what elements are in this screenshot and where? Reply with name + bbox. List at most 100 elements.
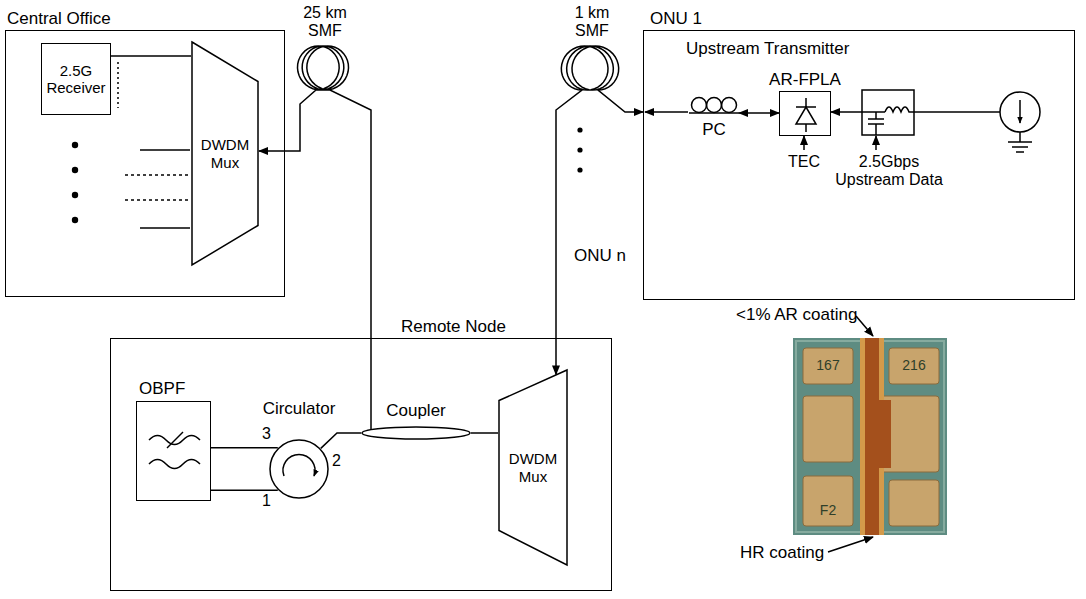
fiber-connector	[111, 55, 191, 57]
transmitter-circuit	[875, 136, 877, 150]
transmitter-circuit	[862, 90, 914, 135]
chip-photo	[889, 348, 939, 384]
laser-box-outline	[796, 98, 816, 132]
node-label: 2.5G Receiver	[42, 62, 110, 97]
transmitter-circuit	[1000, 92, 1040, 132]
fiber-length: 1 km SMF	[562, 4, 622, 41]
mux-trapezoid-outline	[499, 370, 567, 565]
transmitter-circuit	[831, 111, 862, 113]
office-box: Central Office2.5G ReceiverDWDM Mux	[5, 30, 285, 297]
transmitter-circuit	[1019, 100, 1021, 123]
transmitter-circuit	[868, 112, 884, 135]
laser-box: AR-FPLA	[779, 91, 831, 136]
chip-photo	[803, 348, 853, 384]
transmitter-circuit	[645, 90, 1040, 152]
more-onu-dots	[577, 127, 582, 172]
more-channels	[72, 192, 78, 198]
chip-photo	[803, 396, 853, 462]
onu-label: ONU n	[574, 246, 626, 266]
transmitter-circuit	[645, 111, 688, 113]
node-heading: Upstream Transmitter	[686, 39, 849, 59]
circulator-circle-outline	[283, 454, 315, 476]
circulator-circle-outline	[270, 440, 328, 498]
node-heading: Remote Node	[401, 317, 506, 337]
fiber-connector	[556, 46, 643, 374]
node-heading: OBPF	[139, 379, 185, 399]
callout-label: HR coating	[740, 543, 824, 563]
port-number: 2	[332, 452, 341, 470]
mux-trapezoid-outline	[192, 42, 258, 265]
polarization-controller-outline	[689, 98, 739, 114]
node-heading: AR-FPLA	[769, 70, 841, 90]
filter-box-outline	[137, 402, 212, 502]
more-onu-dots	[577, 147, 582, 152]
port-number: 3	[262, 425, 271, 443]
node-label: DWDM Mux	[498, 450, 568, 485]
fiber-connector	[471, 432, 498, 434]
node-heading: PC	[702, 120, 726, 140]
fiber-connector	[259, 46, 371, 429]
more-onu-dots	[577, 167, 582, 172]
node-heading: ONU 1	[650, 9, 702, 29]
node-heading: Central Office	[7, 9, 111, 29]
more-channels	[72, 217, 78, 223]
leader-arrow	[856, 316, 873, 336]
more-channels	[117, 62, 119, 108]
mux-trapezoid: DWDM Mux	[191, 41, 259, 266]
chip-marking: F2	[803, 502, 853, 518]
control-label: TEC	[784, 153, 824, 171]
coupler-ellipse-outline	[362, 427, 470, 439]
transmitter-circuit	[885, 107, 914, 112]
laser-box-outline	[796, 98, 816, 132]
fiber-length: 25 km SMF	[296, 4, 354, 41]
circulator-circle: Circulator	[269, 439, 329, 499]
polarization-controller-outline	[722, 98, 737, 113]
chip-photo	[879, 396, 939, 472]
laser-box-outline	[796, 107, 816, 124]
coupler-ellipse: Coupler	[361, 426, 471, 440]
callout-label: <1% AR coating	[736, 305, 857, 325]
chip-photo	[879, 400, 891, 468]
polarization-controller: PC	[689, 93, 739, 143]
filter-box: OBPF	[136, 401, 211, 501]
polarization-controller-outline	[692, 98, 707, 113]
transmitter-circuit	[862, 111, 885, 113]
leader-arrow	[828, 537, 873, 552]
fiber-connector	[211, 489, 278, 491]
node-label: DWDM Mux	[191, 136, 259, 171]
polarization-controller-outline	[707, 98, 722, 113]
circulator-circle-outline	[269, 439, 329, 499]
more-onu-dots	[577, 127, 582, 132]
more-channels	[140, 227, 190, 229]
fiber-connector	[739, 112, 779, 114]
more-channels	[72, 167, 78, 173]
receiver-box: 2.5G Receiver	[41, 43, 111, 115]
chip-marking: 167	[803, 357, 853, 373]
more-channels	[125, 199, 190, 201]
fiber-connector	[211, 447, 278, 449]
coupler-ellipse-outline	[361, 426, 471, 440]
signal-label: 2.5Gbps Upstream Data	[826, 153, 952, 190]
more-channels	[140, 149, 190, 151]
mux-trapezoid: DWDM Mux	[498, 369, 568, 566]
chip-photo	[889, 480, 939, 526]
filter-box-outline	[167, 432, 183, 448]
laser-box-outline	[780, 92, 832, 137]
transmitter-circuit	[1008, 132, 1032, 152]
filter-box-outline	[149, 460, 200, 469]
chip-photo	[793, 338, 947, 535]
chip-photo	[803, 476, 853, 526]
remote-node-box: Remote NodeOBPFCirculatorCouplerDWDM Mux	[110, 338, 612, 591]
node-heading: Coupler	[386, 401, 446, 421]
port-number: 1	[262, 492, 271, 510]
fiber-connector	[321, 433, 361, 448]
transmitter-circuit	[803, 136, 805, 150]
chip-photo	[865, 338, 879, 535]
chip-marking: 216	[889, 357, 939, 373]
node-heading: Circulator	[263, 399, 336, 419]
more-channels	[72, 142, 78, 148]
transmitter-circuit	[914, 111, 1000, 113]
circulator-circle-outline	[283, 454, 315, 476]
more-channels	[125, 174, 190, 176]
